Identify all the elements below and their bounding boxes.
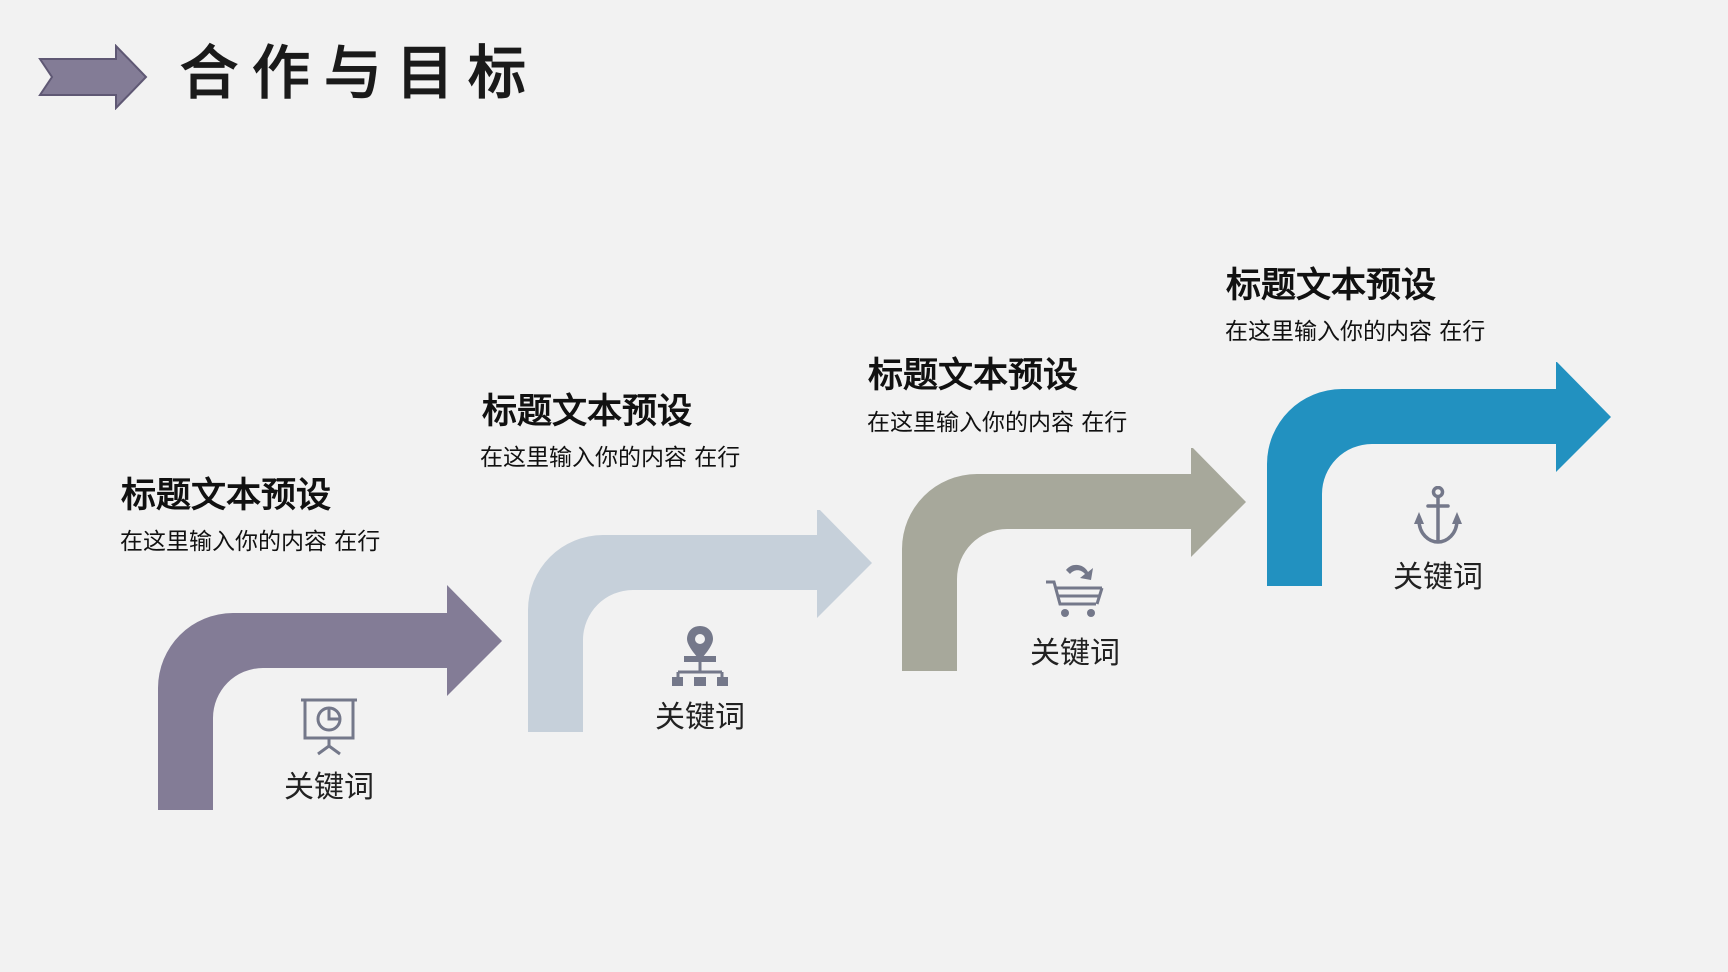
step-3-title: 标题文本预设 bbox=[868, 356, 1079, 396]
step-1-desc: 在这里输入你的内容 在行 bbox=[120, 529, 381, 555]
step-1-keyword: 关键词 bbox=[284, 770, 374, 805]
step-3-keyword: 关键词 bbox=[1030, 636, 1120, 671]
step-4-desc: 在这里输入你的内容 在行 bbox=[1225, 319, 1486, 345]
location-network-icon bbox=[669, 626, 731, 690]
step-1-arrow bbox=[158, 585, 502, 810]
step-2-desc: 在这里输入你的内容 在行 bbox=[480, 445, 741, 471]
shopping-cart-icon bbox=[1044, 562, 1106, 624]
anchor-icon bbox=[1411, 485, 1465, 550]
step-2-title: 标题文本预设 bbox=[482, 392, 693, 432]
page-title: 合作与目标 bbox=[180, 39, 541, 107]
step-2-arrow bbox=[528, 510, 872, 732]
step-3-arrow bbox=[902, 448, 1246, 671]
step-3-desc: 在这里输入你的内容 在行 bbox=[867, 410, 1128, 436]
step-4-keyword: 关键词 bbox=[1393, 560, 1483, 595]
step-4-title: 标题文本预设 bbox=[1226, 266, 1437, 306]
step-1-title: 标题文本预设 bbox=[121, 476, 332, 516]
step-4-arrow bbox=[1267, 362, 1611, 586]
presentation-chart-icon bbox=[298, 696, 360, 760]
step-2-keyword: 关键词 bbox=[655, 700, 745, 735]
title-arrow-icon bbox=[38, 44, 148, 110]
